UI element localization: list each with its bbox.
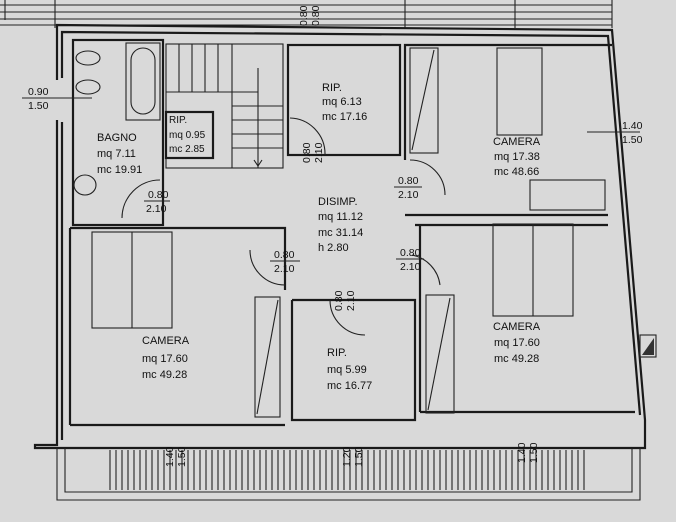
svg-text:1.40: 1.40: [164, 446, 176, 467]
room-rip-top: RIP. mq 6.13 mc 17.16: [322, 82, 367, 123]
room-volume: mc 49.28: [494, 353, 539, 365]
room-name: DISIMP.: [318, 196, 358, 208]
svg-text:1.50: 1.50: [28, 100, 49, 112]
bathroom: [22, 38, 165, 227]
opening-window-bagno: 0.90 1.50: [28, 86, 49, 112]
opening-window-camera-left: 1.40 1.50: [164, 446, 188, 467]
svg-text:0.80: 0.80: [398, 175, 419, 187]
svg-text:1.50: 1.50: [353, 446, 365, 467]
svg-text:1.40: 1.40: [622, 120, 643, 132]
interior-walls: [68, 43, 635, 427]
room-volume: mc 19.91: [97, 164, 142, 176]
opening-window-camera-top: 1.40 1.50: [587, 120, 643, 146]
furniture: [91, 47, 606, 418]
room-area: mq 0.95: [169, 130, 206, 141]
room-volume: mc 49.28: [142, 369, 187, 381]
room-bagno: BAGNO mq 7.11 mc 19.91: [97, 132, 142, 176]
room-area: mq 7.11: [97, 148, 136, 160]
svg-text:0.80: 0.80: [298, 5, 310, 26]
svg-text:0.80: 0.80: [400, 247, 421, 259]
room-camera-left: CAMERA mq 17.60 mc 49.28: [142, 335, 190, 381]
opening-door-bagno: 0.80 2.10: [144, 189, 170, 215]
svg-text:1.20: 1.20: [341, 446, 353, 467]
outer-walls: [33, 23, 657, 450]
svg-text:1.40: 1.40: [516, 442, 528, 463]
bottom-balcony: [56, 448, 641, 501]
opening-door-camera-top: 0.80 2.10: [394, 175, 422, 201]
svg-text:2.10: 2.10: [345, 290, 357, 311]
room-volume: mc 2.85: [169, 144, 205, 155]
room-camera-right: CAMERA mq 17.60 mc 49.28: [493, 321, 541, 365]
room-name: CAMERA: [493, 321, 541, 333]
room-height: h 2.80: [318, 242, 349, 254]
svg-text:0.90: 0.90: [28, 86, 49, 98]
room-volume: mc 48.66: [494, 166, 539, 178]
staircase: [164, 43, 284, 169]
room-area: mq 6.13: [322, 96, 362, 108]
room-name: RIP.: [322, 82, 342, 94]
svg-text:2.10: 2.10: [274, 263, 295, 275]
opening-window-camera-right: 1.40 1.50: [516, 442, 540, 463]
svg-text:0.80: 0.80: [310, 5, 322, 26]
room-rip-small: RIP. mq 0.95 mc 2.85: [169, 115, 206, 155]
opening-window-rip-bottom: 1.20 1.50: [341, 446, 365, 467]
room-area: mq 5.99: [327, 364, 367, 376]
svg-text:0.80: 0.80: [274, 249, 295, 261]
room-rip-bottom: RIP. mq 5.99 mc 16.77: [327, 347, 372, 392]
room-name: RIP.: [327, 347, 347, 359]
svg-text:1.50: 1.50: [528, 442, 540, 463]
room-name: CAMERA: [142, 335, 190, 347]
opening-door-camera-right: 0.80 2.10: [396, 247, 424, 273]
opening-door-rip-bottom: 0.80 2.10: [333, 290, 357, 311]
room-disimpegno: DISIMP. mq 11.12 mc 31.14 h 2.80: [318, 196, 363, 254]
doors: [121, 117, 446, 336]
svg-text:2.10: 2.10: [400, 261, 421, 273]
svg-text:2.10: 2.10: [398, 189, 419, 201]
svg-text:2.10: 2.10: [146, 203, 167, 215]
room-name: BAGNO: [97, 132, 137, 144]
room-area: mq 17.38: [494, 151, 540, 163]
svg-text:1.50: 1.50: [176, 446, 188, 467]
room-volume: mc 17.16: [322, 111, 367, 123]
opening-top-vertical: 0.80 0.80: [298, 5, 322, 26]
room-camera-top-right: CAMERA mq 17.38 mc 48.66: [493, 136, 541, 178]
svg-text:0.80: 0.80: [301, 142, 313, 163]
svg-text:0.80: 0.80: [333, 290, 345, 311]
room-area: mq 17.60: [494, 337, 540, 349]
room-volume: mc 16.77: [327, 380, 372, 392]
opening-door-camera-left: 0.80 2.10: [270, 249, 300, 275]
room-volume: mc 31.14: [318, 227, 363, 239]
svg-text:0.80: 0.80: [148, 189, 169, 201]
room-area: mq 11.12: [318, 211, 363, 223]
opening-door-rip-top: 0.80 2.10: [301, 142, 325, 163]
svg-text:1.50: 1.50: [622, 134, 643, 146]
room-name: RIP.: [169, 115, 187, 126]
room-name: CAMERA: [493, 136, 541, 148]
room-area: mq 17.60: [142, 353, 188, 365]
svg-text:2.10: 2.10: [313, 142, 325, 163]
